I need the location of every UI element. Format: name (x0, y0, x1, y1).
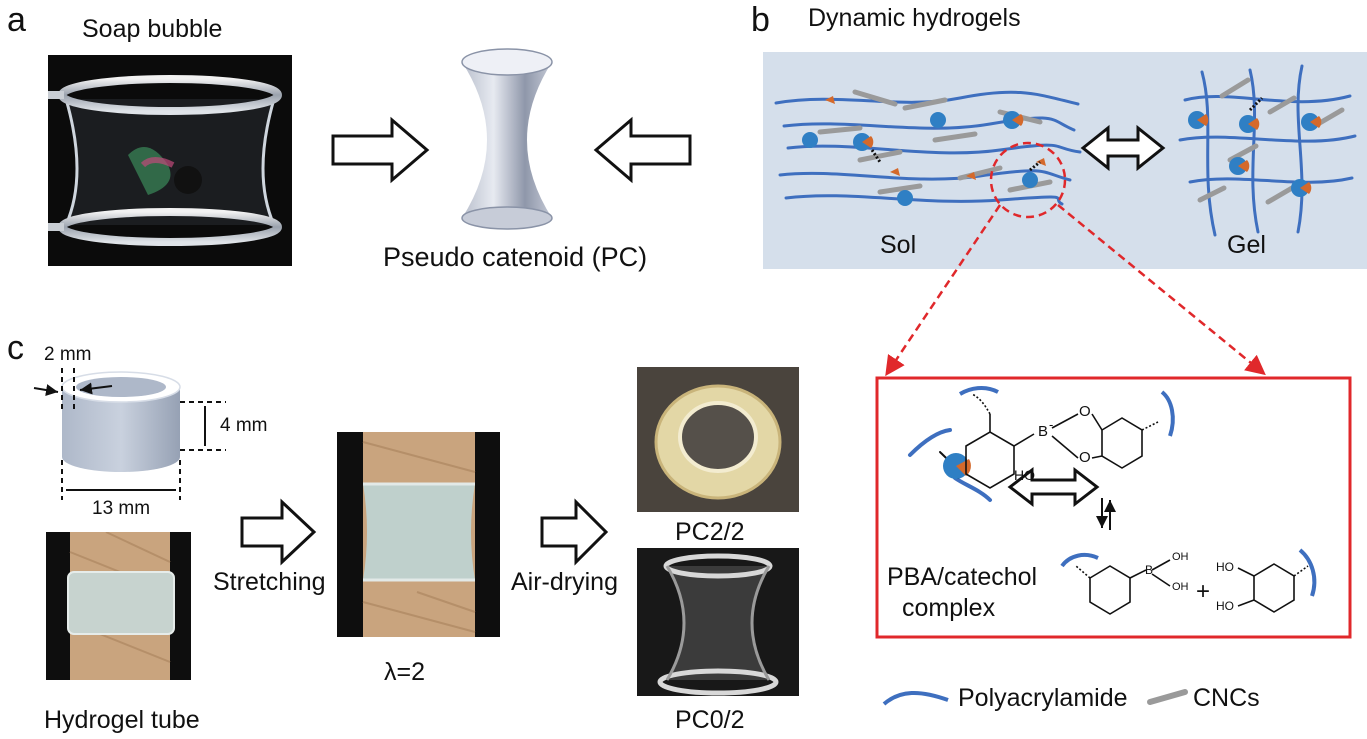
pc22-label: PC2/2 (675, 518, 745, 546)
gel-complexes (1188, 96, 1322, 197)
detail-double-arrow (1007, 466, 1100, 508)
complex-label-line1: PBA/catechol (887, 563, 1038, 591)
phenylboronic-acid-structure (1075, 559, 1171, 615)
dim-wall-label: 2 mm (44, 344, 92, 365)
legend-polyacrylamide: Polyacrylamide (958, 684, 1128, 712)
gel-label: Gel (1227, 231, 1266, 259)
arrow-right-a (331, 116, 430, 184)
panel-letter-c: c (7, 329, 24, 367)
chain-left-top (958, 385, 999, 396)
gel-cncs (1197, 77, 1345, 205)
boronate-ester-structure (965, 393, 1159, 489)
legend-cncs: CNCs (1193, 684, 1260, 712)
atom-oh-bottom: OH (1172, 581, 1189, 593)
atom-ho-top: HO (1216, 560, 1234, 574)
stretched-tube-photo (337, 432, 500, 637)
dimension-lines (33, 368, 226, 500)
zoom-circle (989, 141, 1067, 219)
pc02-photo (637, 548, 799, 696)
hydrogel-tube-photo (46, 532, 191, 680)
catechol-structure (1237, 563, 1309, 613)
arrow-air-drying (540, 498, 609, 566)
dim-diameter-label: 13 mm (92, 498, 151, 519)
pseudo-catenoid-label: Pseudo catenoid (PC) (383, 242, 648, 272)
soap-bubble-title: Soap bubble (82, 15, 223, 43)
dim-height-label: 4 mm (220, 415, 268, 436)
complex-label-line2: complex (902, 594, 996, 622)
atom-boron-2: B (1145, 563, 1154, 577)
pc02-label: PC0/2 (675, 706, 745, 734)
complex-icon (908, 428, 992, 502)
chain-catechol (1298, 548, 1317, 597)
zoom-arrow-right (1057, 204, 1266, 376)
soap-bubble-photo (48, 55, 292, 266)
atom-o1: O (1079, 403, 1091, 420)
sol-gel-double-arrow (1080, 124, 1166, 172)
chain-pba (1060, 552, 1099, 568)
pc22-photo (637, 367, 799, 512)
zoom-arrow-left (885, 204, 1002, 377)
panel-letter-a: a (7, 1, 26, 39)
atom-boron: B (1038, 423, 1049, 440)
atom-ho-bottom: HO (1216, 599, 1234, 613)
equilibrium-arrows (1096, 498, 1116, 530)
charge-minus: - (1049, 417, 1054, 432)
legend-cnc-swatch (1147, 689, 1188, 705)
atom-ho: HO (1014, 467, 1035, 483)
panel-letter-b: b (751, 1, 770, 39)
sol-label: Sol (880, 231, 917, 259)
plus-sign: + (1196, 578, 1211, 605)
tube-schematic (61, 371, 181, 472)
legend-chain-swatch (882, 690, 949, 706)
hydrogel-schematic-box (763, 52, 1367, 269)
atom-o2: O (1079, 449, 1091, 466)
arrow-left-a (593, 116, 692, 184)
sol-complexes (802, 96, 1046, 206)
lambda-label: λ=2 (384, 658, 426, 686)
chain-right-top (1160, 390, 1175, 437)
arrow-stretching (240, 498, 317, 566)
hydrogel-tube-label: Hydrogel tube (44, 706, 200, 734)
air-drying-label: Air-drying (511, 568, 618, 596)
stretching-label: Stretching (213, 568, 326, 596)
pseudo-catenoid-shape (461, 48, 553, 230)
atom-oh-top: OH (1172, 551, 1189, 563)
dynamic-hydrogels-title: Dynamic hydrogels (808, 4, 1021, 32)
